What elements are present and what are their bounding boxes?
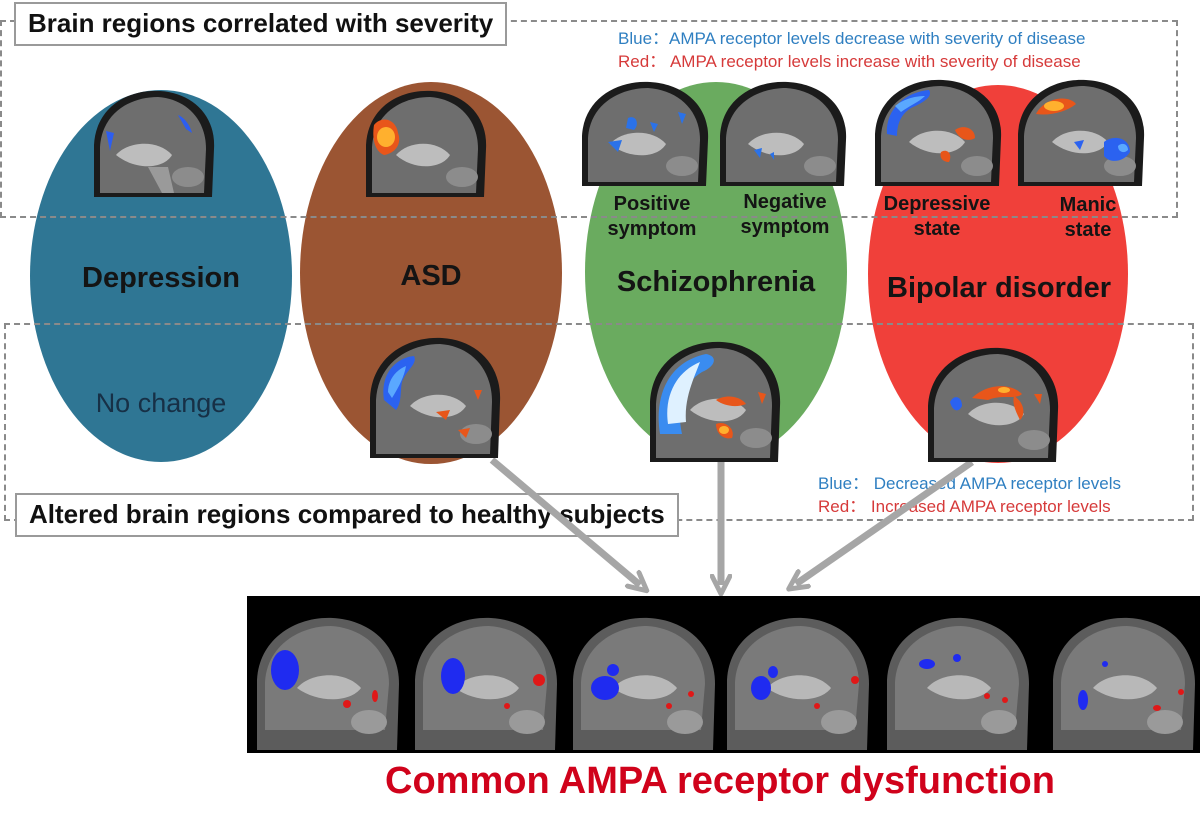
common-brain-slice: [727, 617, 869, 750]
arrow-asd: [489, 457, 640, 585]
common-brain-slice: [257, 617, 399, 750]
no-change-note: No change: [95, 388, 227, 418]
severity-section-frame: [0, 20, 1178, 218]
manic-state-label: Manic state: [1030, 193, 1146, 243]
common-brain-strip: [257, 617, 1195, 750]
brain-bipolar-depressive: [875, 79, 1002, 186]
negative-symptom-text: Negative symptom: [740, 191, 830, 238]
common-brain-slice: [415, 617, 557, 750]
brain-schizophrenia-negative: [720, 81, 847, 186]
depression-label: Depression: [82, 262, 240, 294]
arrow-bipolar: [796, 459, 974, 584]
common-brain-slice: [887, 617, 1029, 750]
brain-depression-severity: [94, 90, 215, 197]
severity-legend-red: Red： AMPA receptor levels increase with …: [618, 52, 1081, 71]
positive-symptom-text: Positive symptom: [607, 193, 697, 240]
depressive-state-label: Depressive state: [870, 192, 1004, 242]
brain-asd-severity: [366, 90, 487, 197]
brain-schizophrenia-positive: [582, 81, 709, 186]
negative-symptom-label: Negative symptom: [724, 190, 846, 240]
brain-bipolar-altered: [928, 347, 1059, 462]
brain-schizophrenia-altered: [650, 341, 781, 462]
asd-label: ASD: [400, 260, 462, 292]
altered-legend-blue: Blue： Decreased AMPA receptor levels: [818, 474, 1121, 493]
severity-section-title: Brain regions correlated with severity: [14, 2, 508, 46]
manic-state-text: Manic state: [1059, 194, 1117, 241]
positive-symptom-label: Positive symptom: [592, 192, 712, 242]
common-brain-slice: [1053, 617, 1195, 750]
brain-bipolar-manic: [1018, 79, 1145, 186]
common-dysfunction-strip: [247, 596, 1200, 753]
depressive-state-text: Depressive state: [883, 193, 991, 240]
brain-asd-altered: [370, 337, 501, 458]
schizophrenia-label: Schizophrenia: [616, 266, 816, 298]
common-brain-slice: [573, 617, 715, 750]
bipolar-label: Bipolar disorder: [887, 272, 1111, 304]
severity-legend-blue: Blue：AMPA receptor levels decrease with …: [618, 29, 1086, 48]
altered-legend-red: Red： Increased AMPA receptor levels: [818, 497, 1111, 516]
conclusion-title: Common AMPA receptor dysfunction: [385, 760, 1055, 802]
